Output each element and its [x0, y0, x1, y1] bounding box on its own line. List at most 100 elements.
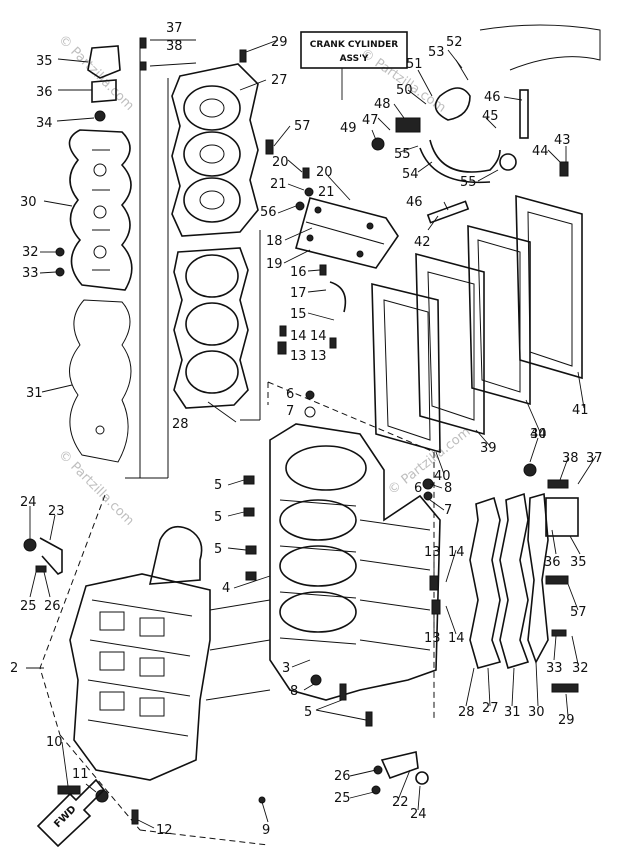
callout-28b: 28: [458, 705, 475, 720]
callout-13b: 13: [310, 349, 327, 364]
callout-52: 52: [446, 35, 463, 50]
callout-30: 30: [20, 195, 37, 210]
watermarks: © Partzilla.com © Partzilla.com © Partzi…: [55, 32, 473, 529]
callout-28: 28: [172, 417, 189, 432]
callout-6b: 6: [414, 481, 422, 496]
callout-29b: 29: [558, 713, 575, 728]
callout-53: 53: [428, 45, 445, 60]
callout-21b: 21: [318, 185, 335, 200]
callout-38b: 38: [562, 451, 579, 466]
small-hardware: [55, 37, 347, 418]
callout-8b: 8: [444, 481, 452, 496]
callout-41: 41: [572, 403, 589, 418]
callout-labels: 37 38 35 36 34 30 32 33 31 29 27 28 57 2…: [10, 21, 603, 838]
callout-21a: 21: [270, 177, 287, 192]
cylinder-head: [171, 63, 259, 237]
callout-49: 49: [340, 121, 357, 136]
callout-43: 43: [554, 133, 571, 148]
callout-34b: 34: [530, 427, 547, 442]
callout-19: 19: [266, 257, 283, 272]
exhaust-plates: [371, 194, 583, 454]
callout-36b: 36: [544, 555, 561, 570]
callout-22: 22: [392, 795, 409, 810]
callout-20b: 20: [316, 165, 333, 180]
callout-13a: 13: [290, 349, 307, 364]
callout-51: 51: [406, 57, 423, 72]
callout-18: 18: [266, 234, 283, 249]
callout-26a: 26: [44, 599, 61, 614]
callout-5c: 5: [214, 542, 222, 557]
callout-55b: 55: [460, 175, 477, 190]
callout-47: 47: [362, 113, 379, 128]
callout-14c: 14: [448, 545, 465, 560]
callout-57: 57: [294, 119, 311, 134]
title-box-line2: ASS'Y: [340, 54, 369, 64]
callout-30b: 30: [528, 705, 545, 720]
hose-assembly: [371, 24, 601, 224]
callout-34: 34: [36, 116, 53, 131]
head-gasket: [173, 230, 261, 421]
callout-36: 36: [36, 85, 53, 100]
callout-24a: 24: [20, 495, 37, 510]
callout-27b: 27: [482, 701, 499, 716]
callout-25a: 25: [20, 599, 37, 614]
callout-44: 44: [532, 144, 549, 159]
callout-11: 11: [72, 767, 89, 782]
callout-37b: 37: [586, 451, 603, 466]
leader-lines: [26, 39, 597, 829]
assembly-title-box: CRANK CYLINDER ASS'Y: [300, 31, 408, 100]
callout-27: 27: [271, 73, 288, 88]
callout-50: 50: [396, 83, 413, 98]
callout-35b: 35: [570, 555, 587, 570]
callout-26b: 26: [334, 769, 351, 784]
callout-35: 35: [36, 54, 53, 69]
lower-fittings: [243, 475, 434, 804]
callout-46b: 46: [406, 195, 423, 210]
callout-17: 17: [290, 286, 307, 301]
callout-40a: 40: [530, 427, 547, 442]
callout-23: 23: [48, 504, 65, 519]
callout-55a: 55: [394, 147, 411, 162]
callout-42: 42: [414, 235, 431, 250]
callout-31: 31: [26, 386, 43, 401]
callout-39: 39: [480, 441, 497, 456]
callout-5b: 5: [214, 510, 222, 525]
right-exhaust-covers: [429, 463, 579, 693]
callout-32b: 32: [572, 661, 589, 676]
callout-13c: 13: [424, 545, 441, 560]
callout-38: 38: [166, 39, 183, 54]
thermostat-cover: [295, 197, 399, 269]
callout-48: 48: [374, 97, 391, 112]
callout-8a: 8: [290, 684, 298, 699]
assembly-boundary: [39, 381, 435, 846]
callout-54: 54: [402, 167, 419, 182]
watermark-left: © Partzilla.com: [55, 447, 137, 529]
callout-20a: 20: [272, 155, 289, 170]
callout-2: 2: [10, 661, 18, 676]
callout-16: 16: [290, 265, 307, 280]
callout-7a: 7: [286, 404, 294, 419]
callout-7b: 7: [444, 503, 452, 518]
callout-10: 10: [46, 735, 63, 750]
callout-14b: 14: [310, 329, 327, 344]
callout-33: 33: [22, 266, 39, 281]
callout-56: 56: [260, 205, 277, 220]
callout-15: 15: [290, 307, 307, 322]
callout-6a: 6: [286, 387, 294, 402]
crankcase: [23, 525, 271, 825]
cylinder-block: [269, 423, 441, 701]
callout-5d: 5: [304, 705, 312, 720]
title-box-line1: CRANK CYLINDER: [310, 40, 398, 50]
callout-14a: 14: [290, 329, 307, 344]
callout-14d: 14: [448, 631, 465, 646]
callout-37: 37: [166, 21, 183, 36]
callout-3: 3: [282, 661, 290, 676]
callout-31b: 31: [504, 705, 521, 720]
callout-5a: 5: [214, 478, 222, 493]
callout-13d: 13: [424, 631, 441, 646]
callout-9: 9: [262, 823, 270, 838]
callout-29: 29: [271, 35, 288, 50]
callout-4: 4: [222, 581, 230, 596]
callout-32: 32: [22, 245, 39, 260]
